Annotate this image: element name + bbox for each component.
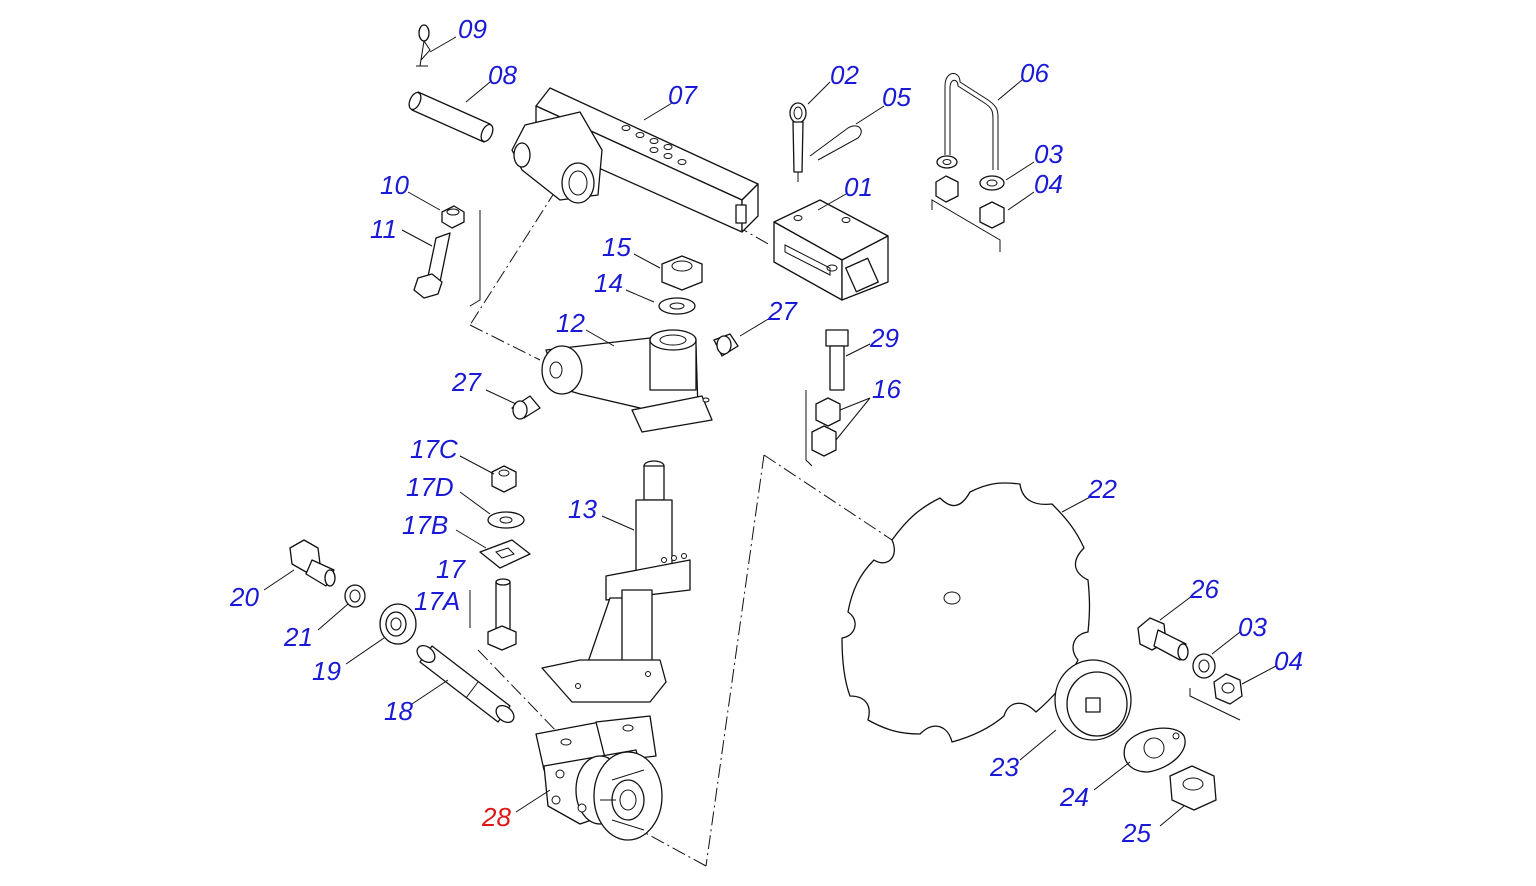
part-17c-nut: [491, 465, 517, 493]
callout-22[interactable]: 22: [1087, 474, 1117, 504]
part-06-u-bolt: [935, 73, 1005, 229]
callout-17a[interactable]: 17A: [414, 586, 460, 616]
part-17b-plate: [479, 539, 531, 569]
part-10-nut: [441, 205, 465, 229]
callout-16[interactable]: 16: [872, 374, 901, 404]
callout-04-lower[interactable]: 04: [1274, 646, 1303, 676]
part-17d-washer: [487, 511, 525, 529]
callout-18[interactable]: 18: [384, 696, 413, 726]
callout-04-upper[interactable]: 04: [1034, 169, 1063, 199]
part-28-hub-assembly: [535, 715, 663, 841]
callout-03-lower[interactable]: 03: [1238, 612, 1267, 642]
part-05-clip: [809, 125, 862, 161]
callout-07[interactable]: 07: [668, 80, 698, 110]
callout-11[interactable]: 11: [370, 214, 397, 244]
part-14-washer: [658, 297, 696, 315]
part-11-bolt: [413, 232, 451, 299]
callout-01[interactable]: 01: [844, 172, 873, 202]
callout-28[interactable]: 28: [481, 802, 511, 832]
callout-17d[interactable]: 17D: [406, 472, 454, 502]
callout-labels: 09 08 07 02 05 06 03 04 01 10 11 15 14 2…: [229, 14, 1303, 848]
callout-13[interactable]: 13: [568, 494, 597, 524]
part-15-nut: [661, 255, 703, 291]
callout-27-upper[interactable]: 27: [767, 296, 798, 326]
callout-10[interactable]: 10: [380, 170, 409, 200]
part-03-washer-lower: [1192, 653, 1216, 679]
part-16-nuts: [811, 397, 841, 457]
callout-02[interactable]: 02: [830, 60, 859, 90]
callout-15[interactable]: 15: [602, 232, 631, 262]
callout-17[interactable]: 17: [436, 554, 466, 584]
part-04-nut-lower: [1213, 673, 1243, 705]
callout-27-lower[interactable]: 27: [451, 367, 482, 397]
part-01-bracket: [773, 199, 889, 301]
part-07-drawbar: [511, 87, 759, 233]
part-29-bolt: [825, 329, 849, 391]
part-25-nut: [1169, 765, 1217, 811]
part-17a-bolt: [487, 578, 517, 651]
part-12-swivel-arm: [541, 329, 713, 433]
part-08-pin: [408, 91, 494, 143]
callout-12[interactable]: 12: [556, 308, 585, 338]
callout-03-upper[interactable]: 03: [1034, 139, 1063, 169]
callout-26[interactable]: 26: [1189, 574, 1219, 604]
callout-14[interactable]: 14: [594, 268, 623, 298]
callout-08[interactable]: 08: [488, 60, 517, 90]
part-27-grease-nipple-lower: [511, 395, 541, 420]
part-26-bolt: [1137, 617, 1189, 661]
part-20-bolt: [289, 539, 336, 587]
part-24-lock-plate: [1123, 727, 1186, 773]
part-19-bearing: [379, 603, 417, 645]
drawbar-holes: [621, 125, 687, 165]
callout-29[interactable]: 29: [869, 323, 899, 353]
callout-23[interactable]: 23: [989, 752, 1019, 782]
part-13-spindle: [541, 460, 691, 703]
callout-20[interactable]: 20: [229, 582, 259, 612]
callout-05[interactable]: 05: [882, 82, 911, 112]
callout-25[interactable]: 25: [1121, 818, 1151, 848]
part-21-washer: [344, 584, 366, 608]
callout-17b[interactable]: 17B: [402, 510, 448, 540]
part-22-disc: [841, 482, 1091, 743]
part-18-axle: [416, 644, 515, 724]
callout-24[interactable]: 24: [1059, 782, 1089, 812]
callout-17c[interactable]: 17C: [410, 434, 458, 464]
part-02-pin: [789, 102, 807, 182]
leader-lines: [263, 36, 1277, 827]
grouping-lines: [469, 199, 1241, 721]
callout-19[interactable]: 19: [312, 656, 341, 686]
callout-06[interactable]: 06: [1020, 58, 1049, 88]
part-27-grease-nipple-upper: [713, 333, 739, 357]
part-23-flange: [1054, 659, 1132, 741]
callout-21[interactable]: 21: [283, 622, 313, 652]
callout-09[interactable]: 09: [458, 14, 487, 44]
part-09-r-clip: [416, 24, 431, 67]
